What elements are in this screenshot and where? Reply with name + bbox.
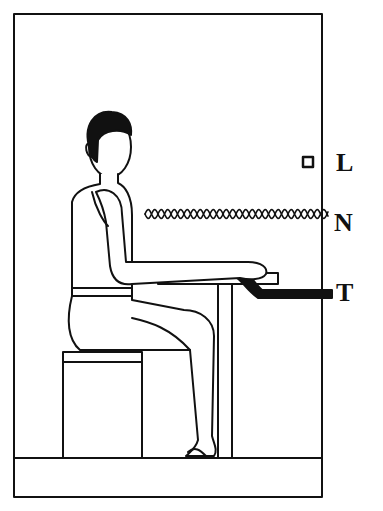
booth-frame — [14, 14, 322, 497]
ear — [86, 143, 92, 157]
foot — [188, 449, 206, 456]
sleeve-line — [92, 192, 108, 226]
floor-line — [14, 457, 322, 459]
cord-strand — [145, 210, 328, 219]
thigh-line — [132, 318, 190, 350]
legs — [69, 296, 216, 456]
stool — [63, 352, 142, 457]
twisted-cord — [145, 210, 328, 219]
table-leg — [218, 284, 232, 457]
part-label: N — [334, 210, 353, 236]
hair — [88, 112, 132, 162]
part-label: L — [336, 150, 353, 176]
arm — [96, 190, 266, 284]
part-label: T — [336, 280, 353, 306]
cord-strand — [145, 210, 328, 219]
lamp-symbol — [303, 157, 313, 167]
waistband — [72, 287, 132, 289]
